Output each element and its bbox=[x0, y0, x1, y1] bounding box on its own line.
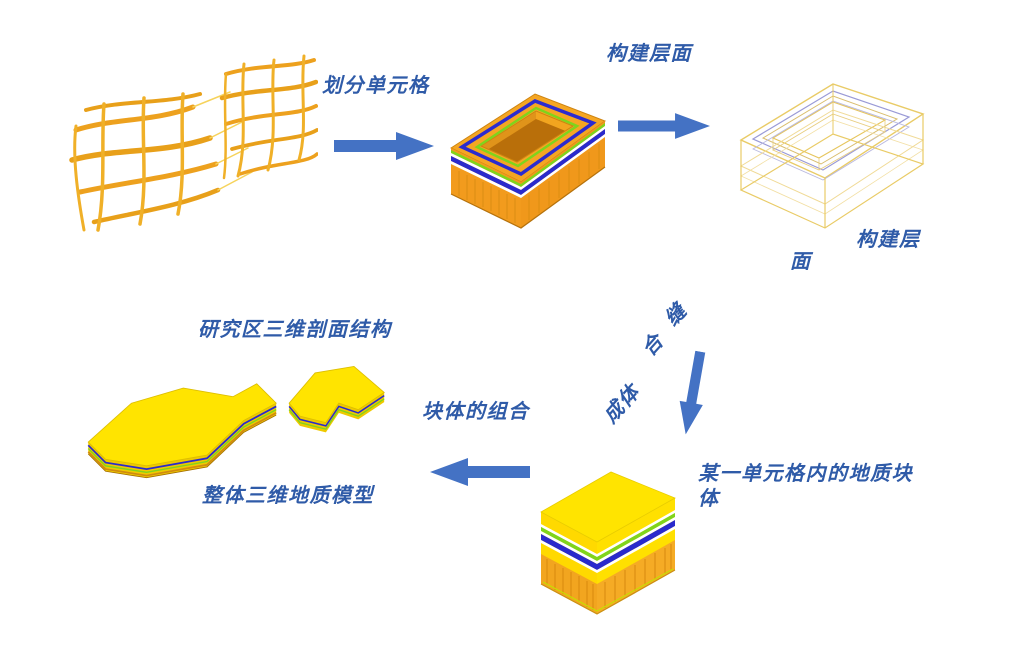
label-build-surfaces-wrap-line2: 面 bbox=[790, 251, 812, 273]
fault-network-figure bbox=[68, 52, 319, 242]
wireframe-block-figure bbox=[733, 78, 933, 243]
label-stitch-char-3: 成体 bbox=[599, 380, 645, 428]
model-slabs-figure bbox=[75, 360, 405, 527]
label-stitch-char-2: 合 bbox=[638, 329, 669, 361]
label-unit-block: 某一单元格内的地质块 体 bbox=[698, 462, 913, 512]
label-unit-block-line1: 某一单元格内的地质块 bbox=[698, 463, 913, 485]
arrow-divide-cells bbox=[334, 130, 434, 162]
label-stitch-char-1: 缝 bbox=[661, 299, 692, 331]
label-section-structure: 研究区三维剖面结构 bbox=[198, 319, 392, 341]
label-build-surfaces: 构建层面 bbox=[606, 43, 692, 65]
label-overall-model: 整体三维地质模型 bbox=[202, 485, 374, 507]
arrow-stitch-down bbox=[669, 349, 717, 438]
label-divide-cells: 划分单元格 bbox=[322, 75, 430, 97]
geologic-block-figure bbox=[535, 468, 680, 631]
label-build-surfaces-wrap-line1: 构建层 bbox=[856, 229, 921, 251]
arrow-block-combination bbox=[427, 456, 533, 488]
label-block-combination: 块体的组合 bbox=[422, 401, 530, 423]
arrow-build-surfaces bbox=[618, 110, 710, 142]
layered-cell-block-figure bbox=[445, 88, 610, 245]
label-unit-block-line2: 体 bbox=[698, 488, 720, 510]
